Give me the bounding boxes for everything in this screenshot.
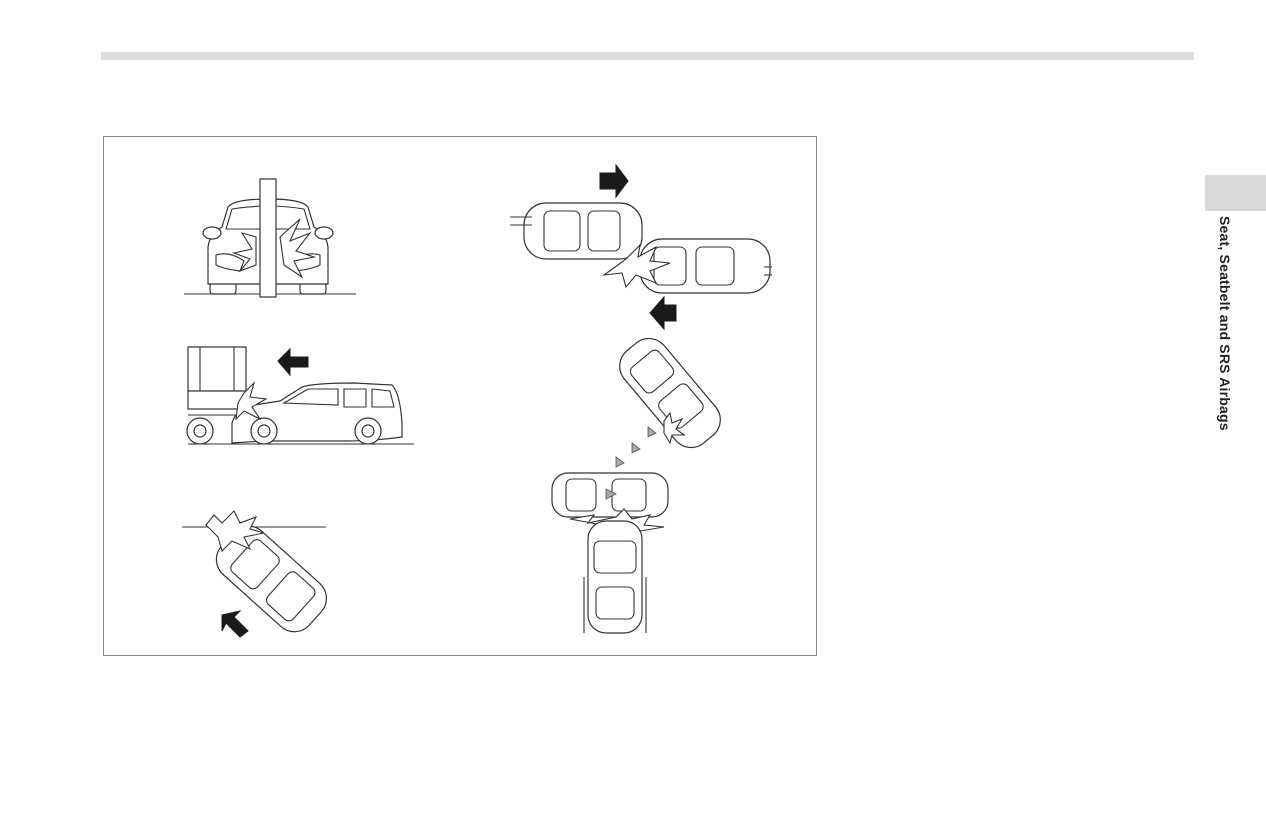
- mirror-right: [314, 226, 334, 240]
- scene-rear-end-crossing: [611, 337, 721, 488]
- section-tab[interactable]: [1205, 175, 1266, 211]
- striking-car-top-view: [587, 520, 643, 634]
- windshield: [225, 205, 311, 230]
- impact-burst-small: [663, 411, 686, 445]
- wagon-front-window: [282, 388, 339, 406]
- scene-offset-head-on-collision: [510, 163, 772, 331]
- force-arrow-left: [649, 295, 677, 331]
- impact-burst-left: [232, 232, 257, 273]
- scene-t-bone-collision: [551, 472, 669, 634]
- wagon-cargo-window: [371, 388, 395, 408]
- section-tab-label: Seat, Seatbelt and SRS Airbags: [1217, 216, 1233, 431]
- force-arrow-right: [599, 163, 629, 199]
- header-rule: [101, 52, 1194, 60]
- force-arrow-diagonal: [221, 610, 249, 638]
- car-left-top-view: [523, 202, 643, 260]
- impact-burst: [235, 381, 268, 421]
- scene-frontal-pole-collision: [184, 178, 356, 298]
- impact-burst-right: [279, 218, 317, 279]
- impact-burst: [205, 510, 265, 553]
- force-arrow-left: [277, 347, 309, 377]
- crash-illustration-svg: [182, 163, 772, 638]
- wagon-rear-window: [343, 388, 367, 408]
- mirror-left: [202, 226, 222, 240]
- impact-burst: [601, 243, 671, 289]
- truck-cargo-box: [187, 346, 247, 392]
- crash-illustration-figure: [103, 136, 817, 656]
- scene-underride-truck-collision: [186, 346, 414, 445]
- scene-angled-barrier-collision: [182, 510, 328, 638]
- pole: [259, 178, 277, 298]
